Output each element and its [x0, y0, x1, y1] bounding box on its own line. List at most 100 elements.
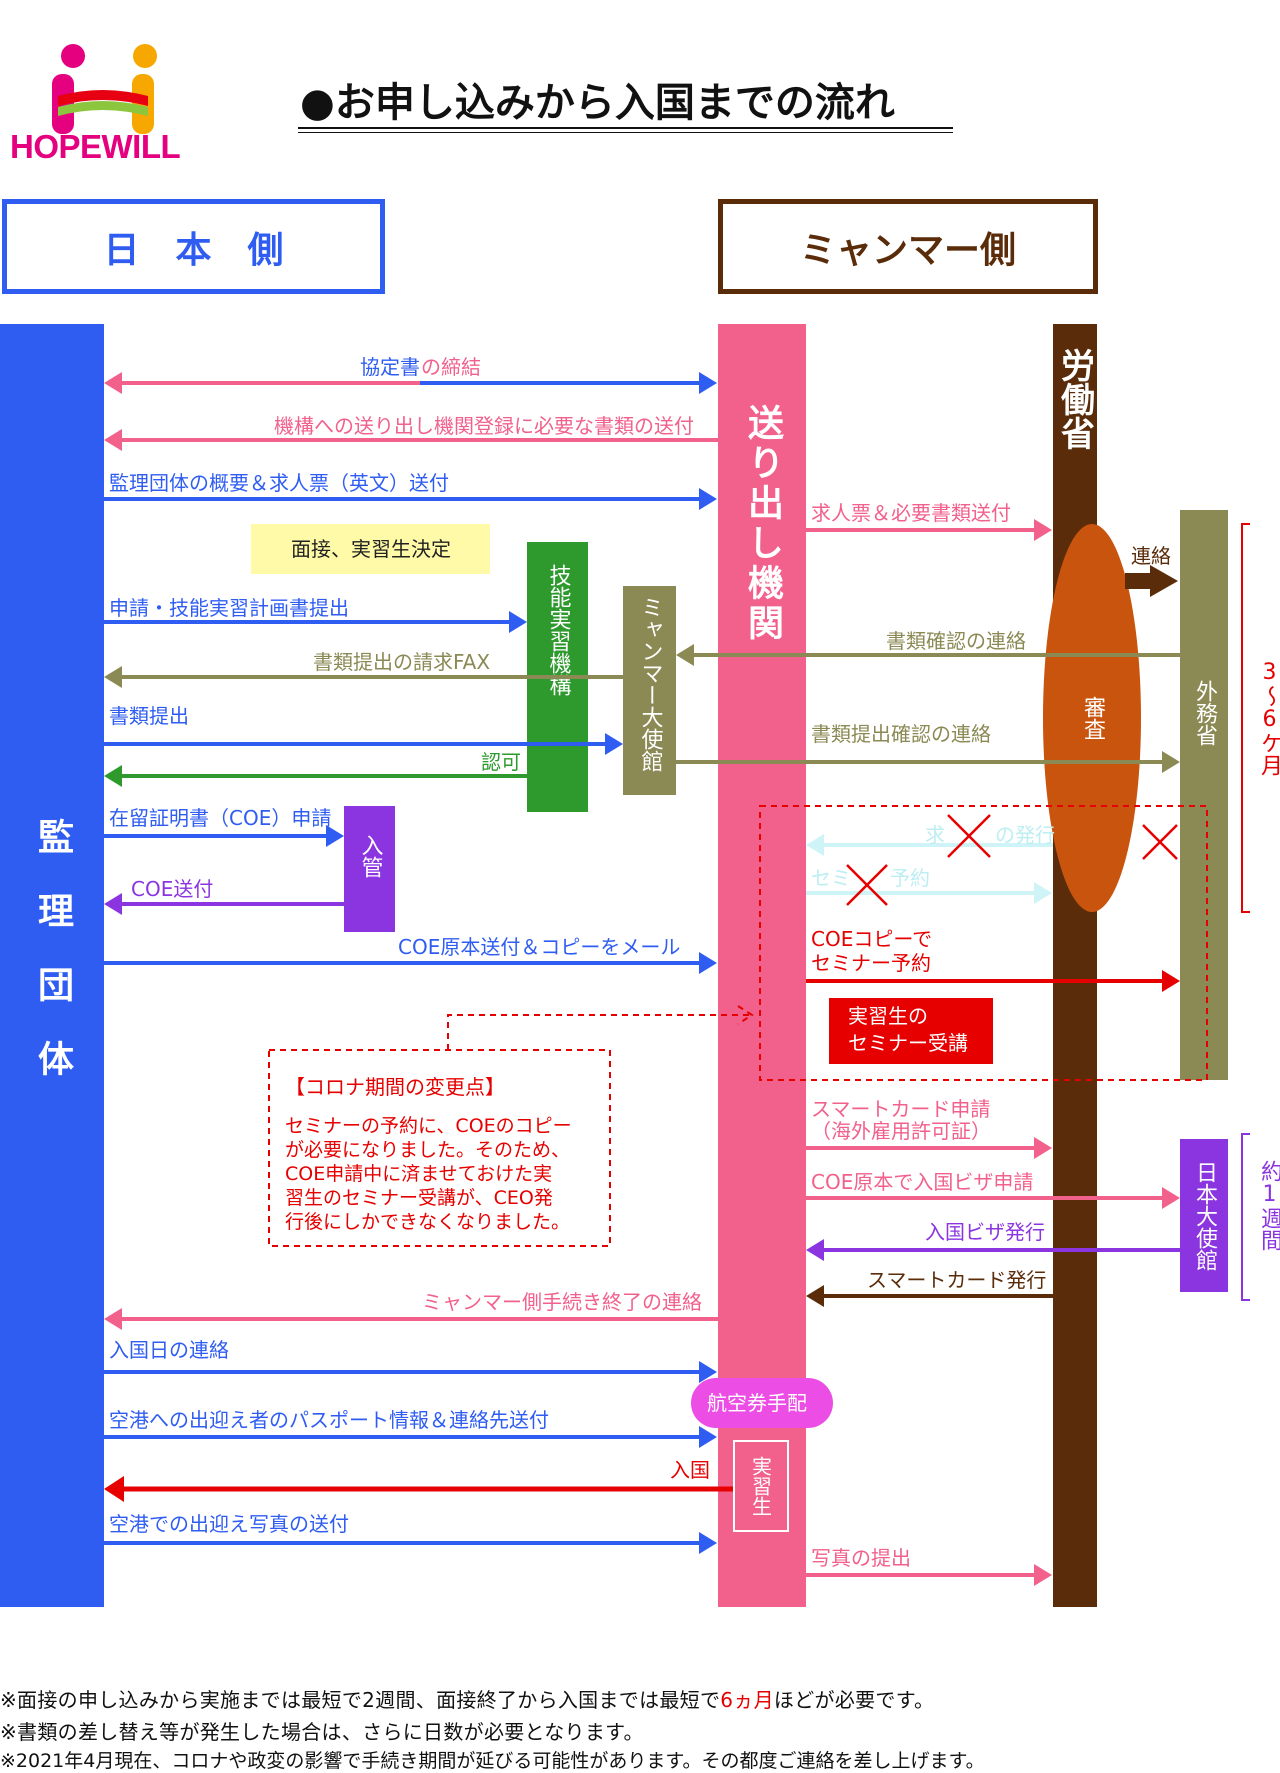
- seminar-box: [829, 998, 993, 1064]
- kyoutei-label-a: 協定書: [360, 355, 420, 379]
- coe-shinsei-arrow: [104, 825, 344, 847]
- shinsei-label: 申請・技能実習計画書提出: [109, 596, 349, 620]
- myanmar-side-header: ミャンマー側: [718, 199, 1098, 294]
- kakunin-label: 書類確認の連絡: [886, 629, 1026, 653]
- ninka-label: 認可: [481, 750, 521, 774]
- passport-label: 空港への出迎え者のパスポート情報＆連絡先送付: [109, 1408, 549, 1432]
- faded-label-2b: 予約: [890, 866, 930, 890]
- nyukan-column: 入管: [344, 806, 395, 932]
- shuryou-label: ミャンマー側手続き終了の連絡: [422, 1290, 702, 1314]
- fax-arrow: [104, 666, 623, 688]
- footnote-1-b: 6ヵ月: [720, 1688, 774, 1712]
- footnote-3: ※2021年4月現在、コロナや政変の影響で手続き期間が延びる可能性があります。そ…: [0, 1750, 985, 1772]
- footnote-1: ※面接の申し込みから実施までは最短で2週間、面接終了から入国までは最短で6ヵ月ほ…: [0, 1684, 934, 1713]
- passport-arrow: [104, 1426, 717, 1448]
- title-underline: [298, 127, 953, 129]
- teishutsu-kakunin-arrow: [676, 751, 1180, 773]
- ginou-jisshu-kikou-label: 技能実習機構: [545, 564, 571, 696]
- cross-marks: [846, 814, 1178, 906]
- page-title: ●お申し込みから入国までの流れ: [300, 80, 895, 126]
- myanmar-taishikan-label: ミャンマー大使館: [637, 596, 663, 772]
- fax-label: 書類提出の請求FAX: [313, 650, 491, 674]
- shashin-teishutsu-label: 写真の提出: [811, 1546, 911, 1570]
- corona-note-line-1: セミナーの予約に、COEのコピー: [285, 1115, 572, 1137]
- renraku-label: 連絡: [1131, 544, 1171, 568]
- kakunin-arrow: [676, 644, 1180, 666]
- smart-hakkou-label: スマートカード発行: [867, 1268, 1047, 1292]
- kyoutei-label-b: の締結: [421, 355, 481, 379]
- mensetsu-box: [251, 524, 490, 574]
- japan-side-header: 日 本 側: [2, 199, 385, 294]
- seminar-label-2: セミナー受講: [848, 1031, 968, 1055]
- corona-dashed-box: [268, 805, 1208, 1247]
- koukuuken-badge: [691, 1378, 833, 1428]
- shashin-teishutsu-arrow: [806, 1564, 1052, 1586]
- title-underline-2: [298, 132, 953, 133]
- visa-shinsei-arrow: [806, 1187, 1180, 1209]
- smart-hakkou-arrow: [806, 1285, 1053, 1307]
- faded-label-1a: 求: [925, 823, 945, 847]
- hopewill-logo-mark: [52, 44, 157, 134]
- corona-note-line-4: 習生のセミナー受講が、CEO発: [285, 1187, 553, 1209]
- nyukokubi-arrow: [104, 1361, 717, 1383]
- teishutsu-arrow: [104, 733, 623, 755]
- coe-genpon-label: COE原本送付＆コピーをメール: [398, 935, 681, 959]
- shuryou-arrow: [104, 1308, 718, 1330]
- ninka-arrow: [104, 765, 527, 787]
- kikou-label: 機構への送り出し機関登録に必要な書類の送付: [274, 414, 694, 438]
- kyoutei-arrow: [104, 372, 717, 394]
- hopewill-logo: HOPEWILL: [10, 18, 190, 168]
- shinsa-ellipse: 審査: [1043, 524, 1141, 912]
- coe-copy-label-1: COEコピーで: [811, 927, 933, 951]
- smart-shinsei-label-1: スマートカード申請: [811, 1097, 991, 1121]
- gaiyou-label: 監理団体の概要＆求人票（英文）送付: [109, 471, 449, 495]
- corona-note-title: 【コロナ期間の変更点】: [285, 1075, 505, 1099]
- coe-shinsei-label: 在留証明書（COE）申請: [109, 806, 332, 830]
- visa-shinsei-label: COE原本で入国ビザ申請: [811, 1170, 1034, 1194]
- jisshusei-box: 実習生: [733, 1440, 789, 1532]
- koukuuken-label: 航空券手配: [707, 1391, 807, 1415]
- okuridashi-label: 送り出し機関: [742, 404, 783, 644]
- gaiyou-arrow: [104, 488, 717, 510]
- smart-shinsei-label-2: （海外雇用許可証）: [811, 1119, 991, 1143]
- kikou-arrow: [104, 429, 718, 451]
- kyujin-arrow: [806, 519, 1052, 541]
- nyukoku-label: 入国: [670, 1458, 710, 1482]
- coe-copy-label-2: セミナー予約: [811, 951, 931, 975]
- period-label-red: 3〜6ケ月: [1257, 660, 1280, 776]
- nyukan-label: 入管: [357, 834, 383, 878]
- faded-arrows: [806, 834, 1053, 904]
- teishutsu-kakunin-label: 書類提出確認の連絡: [811, 722, 991, 746]
- smart-shinsei-arrow: [806, 1137, 1052, 1159]
- shashin-soufu-arrow: [104, 1532, 717, 1554]
- footnote-2: ※書類の差し替え等が発生した場合は、さらに日数が必要となります。: [0, 1720, 644, 1744]
- period-bracket-red: [1241, 523, 1250, 913]
- faded-label-2a: セミ: [811, 866, 851, 890]
- nihon-taishikan-label: 日本大使館: [1192, 1160, 1217, 1271]
- footnote-1-a: ※面接の申し込みから実施までは最短で2週間、面接終了から入国までは最短で: [0, 1688, 721, 1712]
- nyukokubi-label: 入国日の連絡: [109, 1338, 229, 1362]
- nihon-taishikan-column: 日本大使館: [1180, 1139, 1228, 1292]
- corona-note: 【コロナ期間の変更点】 セミナーの予約に、COEのコピー が必要になりました。そ…: [285, 1071, 605, 1234]
- kyujin-label: 求人票＆必要書類送付: [811, 501, 1011, 525]
- gaimushou-label: 外務省: [1192, 680, 1217, 746]
- shinsa-label: 審査: [1080, 696, 1105, 740]
- visa-hakkou-arrow: [806, 1239, 1180, 1261]
- seminar-label-1: 実習生の: [848, 1004, 928, 1028]
- renraku-arrow: [1125, 565, 1178, 597]
- coe-copy-arrow: [806, 970, 1180, 992]
- gaimushou-column: 外務省: [1180, 510, 1228, 1080]
- nyukoku-arrow: [104, 1476, 733, 1502]
- mensetsu-label: 面接、実習生決定: [291, 537, 451, 561]
- corona-note-line-2: が必要になりました。そのため、: [285, 1139, 571, 1161]
- coe-genpon-arrow: [104, 952, 717, 974]
- visa-hakkou-label: 入国ビザ発行: [925, 1220, 1045, 1244]
- shashin-soufu-label: 空港での出迎え写真の送付: [109, 1512, 349, 1536]
- shinsei-arrow: [104, 611, 527, 633]
- kanri-dantai-column: 監理団体: [0, 324, 104, 1607]
- jisshusei-label: 実習生: [748, 1456, 773, 1516]
- faded-label-1b: の発行: [995, 823, 1055, 847]
- corona-note-line-5: 行後にしかできなくなりました。: [285, 1211, 571, 1233]
- logo-brand-text: HOPEWILL: [10, 128, 181, 165]
